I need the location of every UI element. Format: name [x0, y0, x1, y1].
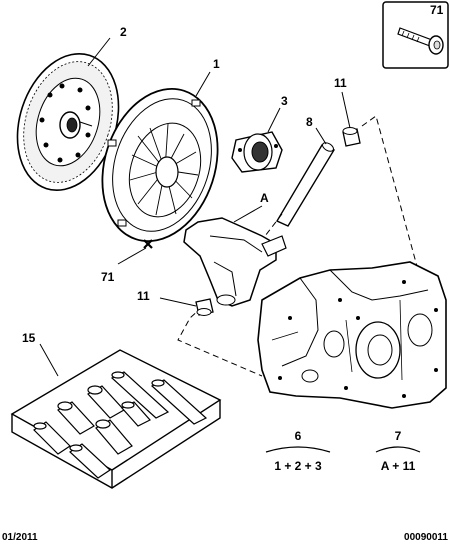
callout-3: 3 — [281, 94, 288, 108]
legend-formula-7: A + 11 — [381, 459, 416, 473]
legend-label-7: 7 — [395, 429, 402, 443]
kit-bushes — [33, 371, 208, 479]
footer-reference: 00090011 — [404, 532, 448, 543]
legend-label-6: 6 — [295, 429, 302, 443]
callout-11-top: 11 — [334, 76, 347, 90]
leader-15 — [39, 343, 59, 377]
callout-15: 15 — [22, 331, 36, 345]
bolt-marker-icon — [143, 239, 153, 249]
callout-2: 2 — [120, 25, 127, 39]
pressure-plate — [101, 87, 219, 243]
leader-2 — [87, 37, 111, 67]
callout-11-left: 11 — [137, 289, 150, 303]
bush-left — [195, 298, 214, 316]
bolt-inset: 71 — [382, 1, 449, 69]
fork-shaft — [276, 142, 336, 227]
footer-date: 01/2011 — [2, 532, 38, 543]
leader-71 — [117, 247, 147, 265]
release-fork — [183, 217, 287, 307]
leader-A — [233, 205, 263, 223]
parts-kit-box — [10, 349, 222, 489]
leader-3 — [267, 107, 281, 133]
bolt-icon — [397, 27, 444, 55]
leader-11-top — [341, 91, 351, 129]
leader-11-left — [159, 297, 197, 307]
bush-top — [342, 127, 361, 147]
callout-8: 8 — [306, 115, 313, 129]
gearbox-housing — [257, 261, 447, 409]
legend-formula-6: 1 + 2 + 3 — [274, 459, 322, 473]
release-bearing — [231, 131, 283, 173]
callout-1: 1 — [213, 57, 220, 71]
callout-71: 71 — [101, 270, 115, 284]
callout-A: A — [260, 191, 269, 205]
clutch-disc — [16, 52, 120, 192]
callout-71-inset: 71 — [430, 3, 444, 17]
assembly-legend: 6 1 + 2 + 3 7 A + 11 — [265, 429, 421, 473]
leader-1 — [195, 71, 211, 97]
leader-8 — [315, 127, 327, 145]
